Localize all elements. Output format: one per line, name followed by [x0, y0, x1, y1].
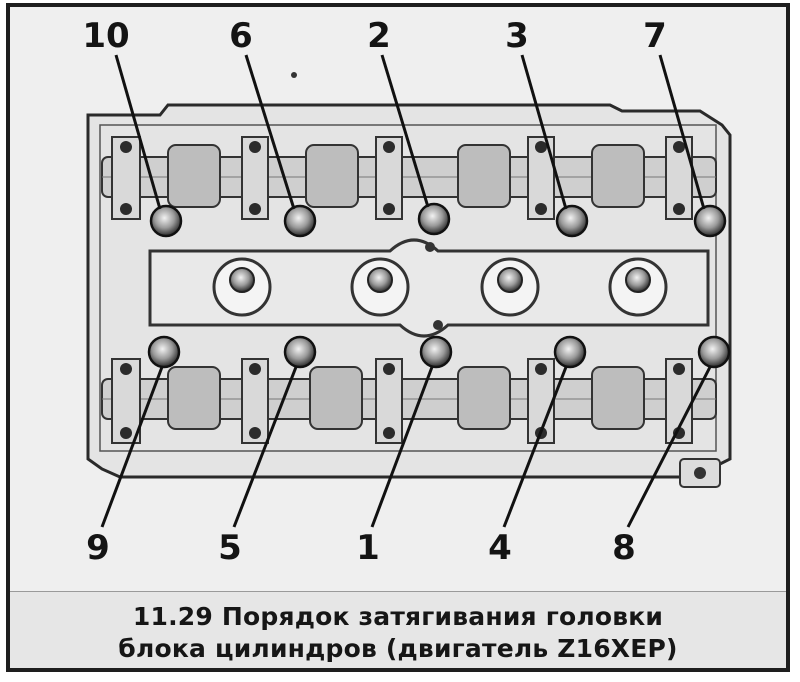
bolt-order-label-bottom-2: 5	[218, 528, 242, 568]
bolt-order-label-bottom-5: 8	[612, 528, 636, 568]
spark-plug-wells	[212, 257, 668, 317]
bolt-order-label-bottom-1: 9	[86, 528, 110, 568]
bolt-order-label-bottom-4: 4	[488, 528, 512, 568]
caption-line-1: 11.29 Порядок затягивания головки	[132, 602, 664, 631]
cap-screws	[120, 141, 685, 439]
head-bolt-2	[417, 202, 451, 236]
bolt-order-label-top-4: 3	[505, 16, 529, 56]
bolt-order-label-bottom-3: 1	[356, 528, 380, 568]
caption-line-2: блока цилиндров (двигатель Z16XEP)	[118, 634, 678, 663]
bolt-order-label-top-2: 6	[229, 16, 253, 56]
bolt-order-label-top-5: 7	[643, 16, 667, 56]
bolt-order-label-top-1: 10	[82, 16, 129, 56]
head-bolt-8	[697, 335, 731, 369]
figure-frame: 10 6 2 3 7 9 5 1 4 8 11.29 Порядок затяг…	[6, 3, 790, 672]
head-bolt-10	[149, 204, 183, 238]
figure-caption: 11.29 Порядок затягивания головки блока …	[10, 591, 786, 668]
cylinder-head-illustration: 10 6 2 3 7 9 5 1 4 8	[82, 16, 732, 568]
head-bolt-3	[555, 204, 589, 238]
head-bolt-9	[147, 335, 181, 369]
bolt-order-label-top-3: 2	[367, 16, 391, 56]
head-bolt-1	[419, 335, 453, 369]
leader-lines	[100, 54, 712, 528]
head-bolt-5	[283, 335, 317, 369]
spark-plug-gallery	[148, 238, 710, 338]
head-bolt-7	[693, 204, 727, 238]
head-bolt-6	[283, 204, 317, 238]
head-bolt-4	[553, 335, 587, 369]
